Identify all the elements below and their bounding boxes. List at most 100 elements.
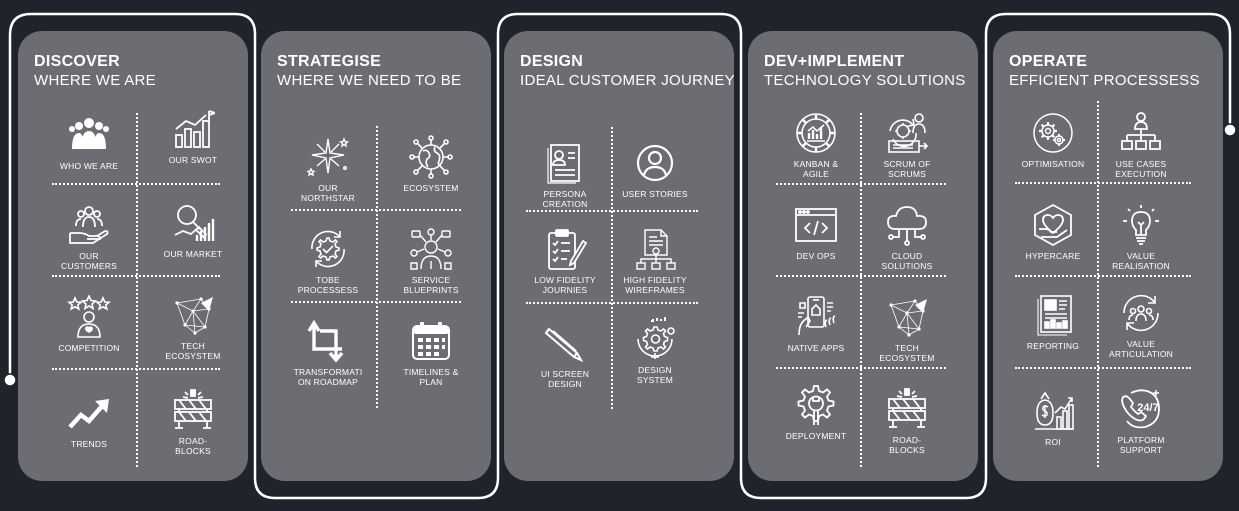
process-item: TIMELINES & PLAN — [381, 319, 481, 387]
gear-wrench-icon — [794, 383, 838, 427]
process-item: OUR MARKET — [143, 201, 243, 259]
panel-subtitle: WHERE WE ARE — [34, 72, 156, 89]
user-circle-icon — [633, 141, 677, 185]
grid-divider-horizontal — [52, 275, 220, 277]
item-label: NATIVE APPS — [787, 343, 845, 353]
item-label: OUR CUSTOMERS — [61, 251, 117, 271]
process-item: DEPLOYMENT — [766, 383, 866, 441]
grid-divider-horizontal — [1015, 182, 1191, 184]
panel-subtitle: EFFICIENT PROCESSESS — [1009, 72, 1200, 89]
grid-divider-horizontal — [776, 183, 946, 185]
pen-icon — [543, 321, 587, 365]
item-label: ECOSYSTEM — [403, 183, 459, 193]
process-item: UI SCREEN DESIGN — [515, 321, 615, 389]
item-label: UI SCREEN DESIGN — [540, 369, 590, 389]
panel-subtitle: TECHNOLOGY SOLUTIONS — [764, 72, 966, 89]
trend-arrow-icon — [67, 391, 111, 435]
panel-subtitle: IDEAL CUSTOMER JOURNEY — [520, 72, 734, 89]
item-label: LOW FIDELITY JOURNIES — [534, 275, 596, 295]
panel-discover: DISCOVER WHERE WE ARE WHO WE ARE OUR SWO… — [18, 31, 248, 481]
grid-divider-horizontal — [776, 367, 946, 369]
item-label: SCRUM OF SCRUMS — [883, 159, 931, 179]
process-item: COMPETITION — [39, 295, 139, 353]
process-item: HYPERCARE — [1003, 203, 1103, 261]
bar-chart-flag-icon — [171, 107, 215, 151]
scrum-icon — [885, 111, 929, 155]
item-label: REPORTING — [1026, 341, 1080, 351]
process-item: OUR CUSTOMERS — [39, 203, 139, 271]
item-label: TRANSFORMATI ON ROADMAP — [293, 367, 363, 387]
panel-title: OPERATE — [1009, 53, 1088, 70]
northstar-icon — [306, 135, 350, 179]
process-item: LOW FIDELITY JOURNIES — [515, 227, 615, 295]
grid-divider-horizontal — [526, 210, 698, 212]
item-label: TOBE PROCESSESS — [297, 275, 359, 295]
item-label: TECH ECOSYSTEM — [879, 343, 935, 363]
process-item: TRENDS — [39, 391, 139, 449]
person-mindmap-icon — [409, 227, 453, 271]
item-label: TIMELINES & PLAN — [403, 367, 459, 387]
process-item: WHO WE ARE — [39, 113, 139, 171]
item-label: CLOUD SOLUTIONS — [881, 251, 933, 271]
lightbulb-icon — [1119, 203, 1163, 247]
item-label: ROI — [1045, 437, 1061, 447]
item-label: VALUE REALISATION — [1112, 251, 1170, 271]
item-label: PERSONA CREATION — [542, 189, 588, 209]
people-cycle-icon — [1119, 291, 1163, 335]
item-label: WHO WE ARE — [59, 161, 119, 171]
roadblock-icon — [171, 388, 215, 432]
process-item: VALUE ARTICULATION — [1091, 291, 1191, 359]
support-24-7-text: 24/7 — [1137, 402, 1158, 414]
gear-cycle-icon — [306, 227, 350, 271]
network-icon — [171, 293, 215, 337]
panel-title: DEV+IMPLEMENT — [764, 53, 905, 70]
item-label: KANBAN & AGILE — [793, 159, 839, 179]
item-label: ROAD- BLOCKS — [889, 435, 925, 455]
process-item: 24/7 PLATFORM SUPPORT — [1091, 387, 1191, 455]
globe-nodes-icon — [409, 135, 453, 179]
design-system-icon — [633, 317, 677, 361]
item-label: DESIGN SYSTEM — [636, 365, 674, 385]
grid-divider-horizontal — [291, 301, 461, 303]
grid-divider-horizontal — [291, 209, 461, 211]
people-group-icon — [67, 113, 111, 157]
item-label: OUR MARKET — [163, 249, 223, 259]
item-label: OUR SWOT — [168, 155, 218, 165]
grid-divider-horizontal — [52, 368, 220, 370]
item-label: ROAD- BLOCKS — [175, 436, 211, 456]
gears-circle-icon — [1031, 111, 1075, 155]
panel-title: DISCOVER — [34, 53, 120, 70]
item-label: TRENDS — [70, 439, 108, 449]
report-icon — [1031, 293, 1075, 337]
hand-people-icon — [67, 203, 111, 247]
process-item: REPORTING — [1003, 293, 1103, 351]
magnifier-chart-icon — [171, 201, 215, 245]
panel-strategise: STRATEGISE WHERE WE NEED TO BE OUR NORTH… — [261, 31, 491, 481]
process-item: HIGH FIDELITY WIREFRAMES — [605, 227, 705, 295]
code-window-icon — [794, 203, 838, 247]
clipboard-pen-icon — [543, 227, 587, 271]
process-item: TECH ECOSYSTEM — [143, 293, 243, 361]
roadblock-icon — [885, 387, 929, 431]
item-label: USE CASES EXECUTION — [1115, 159, 1167, 179]
money-growth-icon — [1031, 389, 1075, 433]
end-dot — [1223, 123, 1237, 137]
grid-divider-vertical — [1097, 101, 1099, 467]
process-item: KANBAN & AGILE — [766, 111, 866, 179]
calendar-icon — [409, 319, 453, 363]
grid-divider-horizontal — [526, 302, 698, 304]
item-label: SERVICE BLUEPRINTS — [403, 275, 459, 295]
process-item: TRANSFORMATI ON ROADMAP — [278, 319, 378, 387]
process-item: OPTIMISATION — [1003, 111, 1103, 169]
network-icon — [885, 295, 929, 339]
process-item: NATIVE APPS — [766, 295, 866, 353]
support-24-7-icon: 24/7 — [1119, 387, 1163, 431]
item-label: HYPERCARE — [1025, 251, 1081, 261]
process-item: OUR SWOT — [143, 107, 243, 165]
grid-divider-vertical — [611, 127, 613, 409]
process-item: ROAD- BLOCKS — [857, 387, 957, 455]
panel-design: DESIGN IDEAL CUSTOMER JOURNEY PERSONA CR… — [504, 31, 734, 481]
process-item: USER STORIES — [605, 141, 705, 199]
process-item: CLOUD SOLUTIONS — [857, 203, 957, 271]
item-label: VALUE ARTICULATION — [1109, 339, 1173, 359]
